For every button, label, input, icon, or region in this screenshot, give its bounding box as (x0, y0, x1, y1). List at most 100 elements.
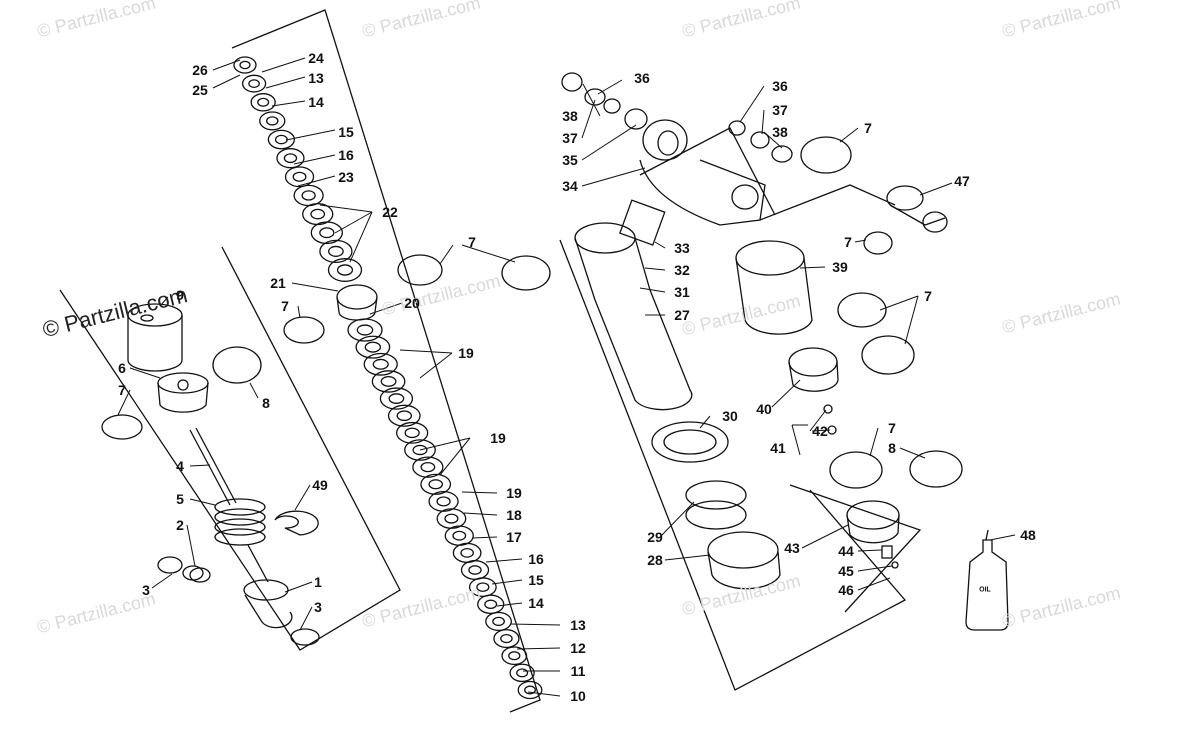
callout-31: 31 (674, 284, 690, 300)
callout-16: 16 (338, 147, 354, 163)
callout-6: 6 (118, 360, 126, 376)
washer-stack (233, 56, 543, 700)
part-7-oring-g (861, 335, 915, 375)
part-7-oring-h (829, 451, 883, 489)
callout-19: 19 (458, 345, 474, 361)
callout-18: 18 (506, 507, 522, 523)
callout-19: 19 (506, 485, 522, 501)
part-47-valve (886, 185, 948, 233)
callout-47: 47 (954, 173, 970, 189)
callout-7: 7 (888, 420, 896, 436)
part-7-oring-d (800, 136, 852, 174)
part-4-rod (189, 427, 237, 506)
callout-15: 15 (528, 572, 544, 588)
callout-46: 46 (838, 582, 854, 598)
callout-8: 8 (888, 440, 896, 456)
callout-36: 36 (772, 78, 788, 94)
part-2-bushing (182, 565, 211, 583)
part-8-disc (212, 346, 262, 384)
part-7-oring-c (501, 255, 551, 291)
callout-7: 7 (844, 234, 852, 250)
callout-49: 49 (312, 477, 328, 493)
part-21-valve (336, 284, 378, 321)
callout-9: 9 (176, 287, 184, 303)
callout-44: 44 (838, 543, 854, 559)
part-49-clip (274, 510, 319, 536)
callout-14: 14 (308, 94, 324, 110)
callout-3: 3 (142, 582, 150, 598)
part-6-cap (157, 372, 209, 413)
part-3-clip-b (290, 628, 320, 646)
part-30-ring (651, 421, 729, 463)
callout-11: 11 (570, 663, 586, 679)
callout-43: 43 (784, 540, 800, 556)
callout-33: 33 (674, 240, 690, 256)
callout-28: 28 (647, 552, 663, 568)
part-29-adjuster (685, 480, 747, 530)
part-40-piston (788, 347, 839, 392)
callout-14: 14 (528, 595, 544, 611)
callout-37: 37 (772, 102, 788, 118)
callout-7: 7 (864, 120, 872, 136)
callout-38: 38 (772, 124, 788, 140)
callout-20: 20 (404, 295, 420, 311)
callout-38: 38 (562, 108, 578, 124)
callout-13: 13 (308, 70, 324, 86)
callout-25: 25 (192, 82, 208, 98)
callout-41: 41 (770, 440, 786, 456)
oil-bottle-label: OIL (979, 586, 991, 594)
part-5-piston (214, 498, 269, 583)
callout-7: 7 (924, 288, 932, 304)
part-38-washer (561, 72, 583, 92)
part-44-valve (881, 545, 893, 559)
callout-13: 13 (570, 617, 586, 633)
callout-7: 7 (118, 382, 126, 398)
callout-24: 24 (308, 50, 324, 66)
part-1-eyelet (243, 579, 293, 629)
callout-2: 2 (176, 517, 184, 533)
callout-16: 16 (528, 551, 544, 567)
part-7-oring-e (863, 231, 893, 255)
part-27-shock-body (574, 199, 693, 411)
center-stack-frame (231, 9, 541, 713)
part-7-oring-b (283, 316, 325, 344)
callout-36: 36 (634, 70, 650, 86)
callout-29: 29 (647, 529, 663, 545)
callout-3: 3 (314, 599, 322, 615)
callout-5: 5 (176, 491, 184, 507)
callout-19: 19 (490, 430, 506, 446)
callout-17: 17 (506, 529, 522, 545)
part-8-disc-b (909, 450, 963, 488)
right-lower-frame (789, 484, 922, 613)
part-36-ring-b (728, 120, 746, 136)
callout-7: 7 (468, 234, 476, 250)
callout-12: 12 (570, 640, 586, 656)
part-35-bearing (624, 108, 648, 130)
right-assembly-frame (559, 239, 907, 691)
callout-22: 22 (382, 204, 398, 220)
callout-30: 30 (722, 408, 738, 424)
callout-34: 34 (562, 178, 578, 194)
callout-1: 1 (314, 574, 322, 590)
callout-8: 8 (262, 395, 270, 411)
callout-42: 42 (812, 423, 828, 439)
callout-45: 45 (838, 563, 854, 579)
callout-10: 10 (570, 688, 586, 704)
part-36-ring (603, 98, 621, 114)
part-3-clip-a (157, 556, 183, 574)
part-7-oring-left (101, 414, 143, 440)
callout-23: 23 (338, 169, 354, 185)
callout-39: 39 (832, 259, 848, 275)
part-38-washer-b (771, 145, 793, 163)
callout-37: 37 (562, 130, 578, 146)
part-7-oring-f (837, 292, 887, 328)
part-37-ring-b (750, 131, 770, 149)
part-48-oil-bottle (965, 529, 1009, 631)
callout-21: 21 (270, 275, 286, 291)
part-45-core (891, 561, 899, 569)
callout-35: 35 (562, 152, 578, 168)
part-9-cylinder (127, 303, 183, 372)
callout-4: 4 (176, 458, 184, 474)
part-28-collar (707, 531, 781, 590)
